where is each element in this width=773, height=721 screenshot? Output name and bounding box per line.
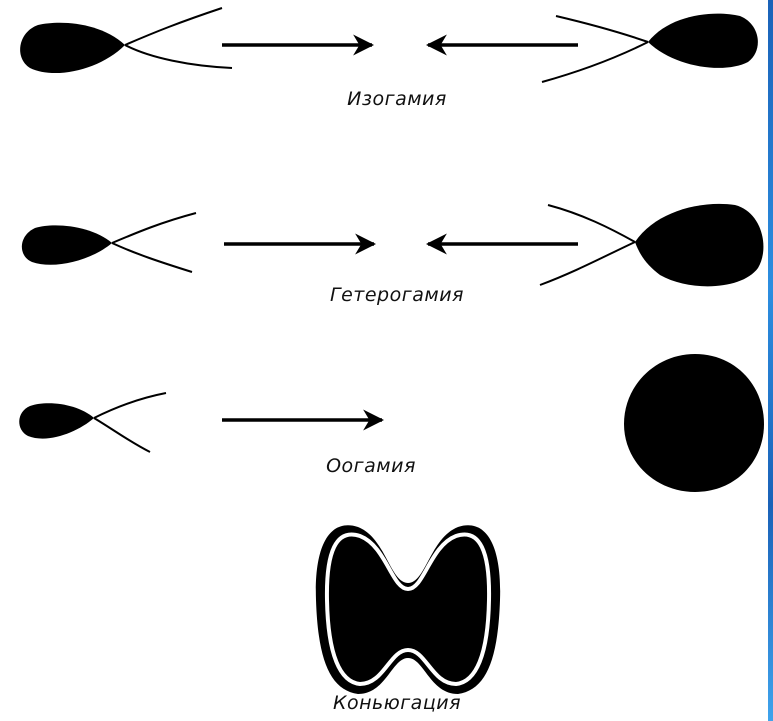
conjugation-figure — [315, 525, 501, 694]
caption-heterogamy: Гетерогамия — [330, 284, 464, 306]
heterogamy-small-flagellum-upper — [111, 212, 197, 244]
heterogamy-large-flagellum-upper — [547, 204, 636, 243]
oogamy-sperm-cell — [19, 403, 94, 439]
isogamy-row — [20, 7, 758, 83]
caption-oogamy: Оогамия — [326, 455, 416, 477]
heterogamy-small-gamete — [21, 225, 112, 265]
caption-conjugation: Коньюгация — [332, 692, 462, 714]
oogamy-sperm-flagellum-lower — [93, 417, 151, 453]
isogamy-left-flagellum-upper — [124, 7, 223, 46]
right-edge-accent — [768, 0, 773, 721]
oogamy-egg-cell — [624, 354, 764, 492]
isogamy-right-gamete — [648, 13, 758, 68]
conjugation-membrane-gap — [324, 532, 492, 687]
isogamy-right-flagellum-lower — [541, 41, 649, 83]
heterogamy-small-flagellum-lower — [111, 242, 193, 273]
heterogamy-large-flagellum-lower — [539, 241, 636, 286]
oogamy-row — [19, 354, 764, 492]
caption-isogamy: Изогамия — [347, 88, 447, 110]
heterogamy-row — [21, 203, 764, 287]
isogamy-right-flagellum-upper — [555, 15, 649, 43]
conjugation-outer-membrane — [315, 525, 501, 694]
isogamy-left-flagellum-lower — [124, 44, 233, 69]
heterogamy-large-gamete — [635, 203, 764, 287]
oogamy-sperm-flagellum-upper — [93, 392, 167, 419]
isogamy-left-gamete — [20, 22, 126, 74]
